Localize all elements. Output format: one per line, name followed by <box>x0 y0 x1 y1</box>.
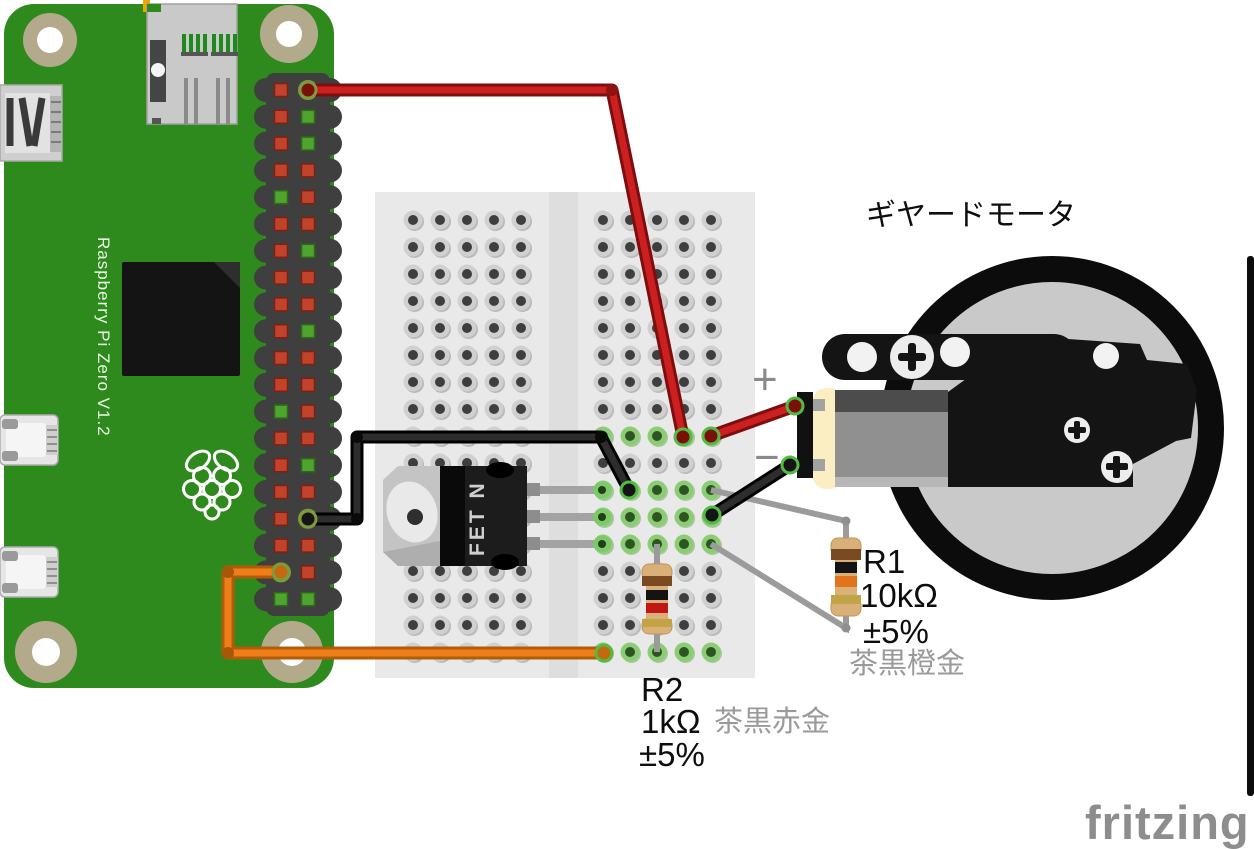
r1-value-label: 10kΩ <box>860 577 938 614</box>
r2-id-label: R2 <box>641 671 683 708</box>
r1-band-4 <box>831 595 861 604</box>
fet-transistor[interactable]: FET N <box>379 462 611 570</box>
r2-body[interactable] <box>641 563 673 635</box>
bracket-screw-1 <box>890 335 934 379</box>
motor-terminal-tab-minus <box>811 459 825 471</box>
fet-body[interactable]: FET N <box>440 462 527 570</box>
bracket-hole-1 <box>847 342 877 372</box>
r1-colorcode-label: 茶黒橙金 <box>849 647 965 680</box>
r1-tolerance-label: ±5% <box>863 613 929 650</box>
geared-motor[interactable] <box>797 256 1254 796</box>
gpio-header[interactable] <box>254 73 342 616</box>
motor-gearbox[interactable] <box>948 336 1197 487</box>
r1-band-1 <box>831 549 861 560</box>
r2-value-label: 1kΩ <box>641 703 701 740</box>
resistor-r2[interactable] <box>641 544 673 652</box>
pi-mounting-holes <box>15 5 323 683</box>
motor-minus-label: − <box>754 433 780 482</box>
wire-red-motor-plus[interactable] <box>701 396 805 446</box>
micro-usb-port-1 <box>0 414 59 466</box>
r2-band-3 <box>646 603 668 613</box>
soc-chip <box>122 262 240 376</box>
r2-tolerance-label: ±5% <box>639 736 705 773</box>
fet-legs <box>524 482 611 552</box>
microsd-slot <box>143 0 238 125</box>
wire-orange-gpio[interactable] <box>221 562 614 663</box>
mini-hdmi-port <box>0 84 63 162</box>
motor-can[interactable] <box>797 388 948 489</box>
r1-band-3 <box>835 576 857 587</box>
wire-red-power[interactable] <box>298 80 693 447</box>
r2-band-4 <box>642 619 672 627</box>
resistor-r1[interactable] <box>709 487 862 634</box>
second-wheel-edge <box>1247 256 1254 796</box>
gearbox-screw-1 <box>1064 417 1090 443</box>
r1-band-2 <box>835 562 857 573</box>
r1-body[interactable] <box>830 537 862 617</box>
fritzing-watermark: fritzing <box>1085 796 1250 849</box>
r2-colorcode-label: 茶黒赤金 <box>714 705 830 738</box>
fet-label: FET N <box>466 480 489 556</box>
motor-terminal-block[interactable] <box>797 392 813 478</box>
raspberry-pi-zero-board[interactable]: Raspberry Pi Zero V1.2 <box>0 0 342 688</box>
wires[interactable] <box>221 80 805 663</box>
gearbox-screw-2 <box>1101 451 1133 483</box>
gearbox-hole <box>1093 343 1119 369</box>
micro-usb-port-2 <box>0 546 59 598</box>
motor-terminal-tab-plus <box>811 399 825 411</box>
wire-black-motor-minus[interactable] <box>702 455 800 525</box>
labels: ギヤードモータ + − R1 10kΩ ±5% 茶黒橙金 R2 1kΩ 茶黒赤金… <box>639 199 1250 849</box>
r2-band-1 <box>642 576 672 586</box>
r2-band-2 <box>646 590 668 600</box>
raspberry-pi-logo <box>182 449 242 521</box>
r1-id-label: R1 <box>863 543 905 580</box>
fet-metal-tab <box>383 466 445 566</box>
pi-silkscreen-label: Raspberry Pi Zero V1.2 <box>94 237 113 437</box>
bracket-hole-2 <box>940 337 970 367</box>
motor-label: ギヤードモータ <box>866 199 1076 232</box>
motor-plus-label: + <box>752 355 778 404</box>
wire-black-ground[interactable] <box>298 430 639 529</box>
